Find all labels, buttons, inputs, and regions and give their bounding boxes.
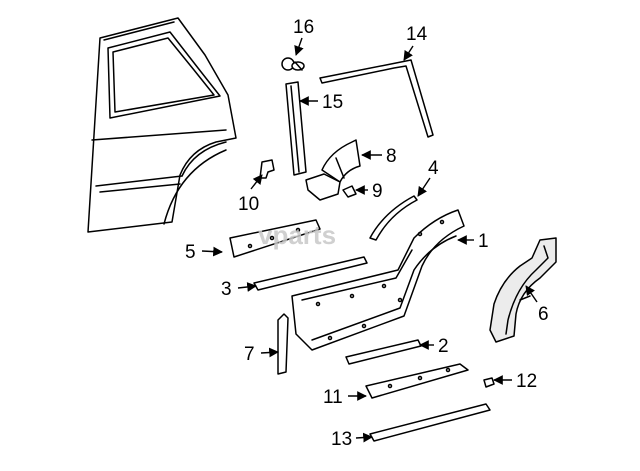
arrow-13 bbox=[355, 432, 373, 443]
callout-4: 4 bbox=[428, 158, 439, 179]
arrow-6 bbox=[525, 285, 538, 303]
callout-10: 10 bbox=[238, 194, 259, 215]
callout-5: 5 bbox=[185, 242, 196, 263]
callout-16: 16 bbox=[293, 17, 314, 38]
leader-arrows bbox=[201, 37, 538, 443]
part-15-pillar-molding bbox=[285, 81, 307, 176]
rear-door bbox=[87, 17, 237, 233]
part-2-molding bbox=[345, 339, 422, 365]
arrow-7 bbox=[260, 347, 279, 358]
callout-labels: 1 2 3 4 5 6 7 8 9 10 11 12 13 14 15 16 bbox=[185, 17, 549, 450]
callout-15: 15 bbox=[322, 92, 343, 113]
callout-1: 1 bbox=[478, 231, 489, 252]
arrow-3 bbox=[237, 282, 257, 292]
part-16-clip bbox=[281, 57, 305, 71]
callout-14: 14 bbox=[406, 24, 428, 45]
part-1-fender-flare bbox=[291, 209, 465, 351]
callout-12: 12 bbox=[516, 371, 537, 392]
part-8-bracket bbox=[305, 139, 361, 201]
part-6-liner bbox=[489, 237, 557, 343]
callout-9: 9 bbox=[372, 181, 383, 202]
part-5-molding bbox=[229, 219, 321, 258]
part-11-lower-molding bbox=[365, 363, 469, 399]
callout-2: 2 bbox=[438, 336, 449, 357]
arrow-5 bbox=[201, 246, 223, 257]
part-4-arch-molding bbox=[369, 195, 418, 241]
callout-11: 11 bbox=[323, 387, 343, 408]
watermark: vparts bbox=[258, 220, 336, 250]
callout-3: 3 bbox=[221, 279, 232, 300]
part-12-clip bbox=[483, 377, 495, 388]
arrow-4 bbox=[417, 177, 431, 197]
arrow-14 bbox=[403, 45, 414, 61]
arrow-16 bbox=[294, 37, 304, 56]
callout-8: 8 bbox=[386, 146, 397, 167]
callout-6: 6 bbox=[538, 304, 549, 325]
part-13-rocker-molding bbox=[369, 403, 491, 442]
part-7-trim bbox=[277, 313, 289, 375]
callout-13: 13 bbox=[331, 429, 352, 450]
arrow-10 bbox=[250, 174, 263, 190]
callout-7: 7 bbox=[244, 344, 255, 365]
part-9-fastener bbox=[342, 185, 357, 198]
part-14-frame-molding bbox=[319, 59, 434, 138]
